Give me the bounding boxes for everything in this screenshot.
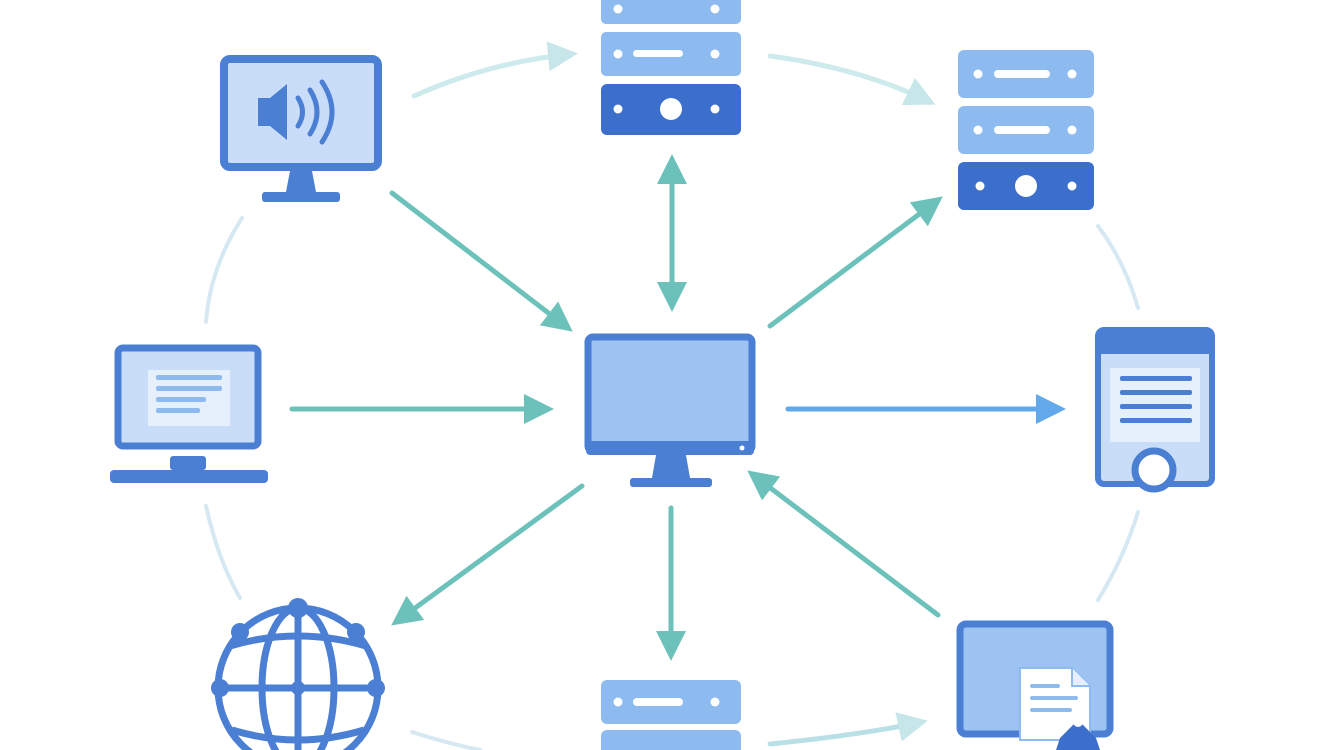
- laptop-icon: [110, 344, 268, 483]
- server-rack-right: [958, 50, 1094, 210]
- speaker-monitor-icon: [220, 55, 382, 202]
- desktop-monitor-icon: [584, 333, 756, 487]
- arrow-edit-monitor-to-center: [747, 470, 941, 618]
- outer-arrows: [411, 41, 936, 747]
- media-monitor: [220, 55, 382, 202]
- document-edit-monitor-icon: [956, 620, 1114, 750]
- server-rack-icon: [601, 0, 741, 135]
- central-monitor: [584, 333, 756, 487]
- ring-segment-bottom-left: [410, 730, 482, 750]
- server-rack-bottom: [601, 680, 741, 750]
- arrow-media-to-rack-top: [411, 41, 578, 99]
- arrow-center-to-rack-right: [767, 196, 943, 329]
- globe: [211, 598, 385, 750]
- document-device: [1095, 327, 1215, 493]
- ring-segment-right-upper: [1096, 224, 1140, 310]
- server-rack-icon: [958, 50, 1094, 210]
- arrow-center-to-globe: [391, 483, 585, 626]
- ring-segment-left-lower: [204, 504, 242, 600]
- laptop: [110, 344, 268, 483]
- server-rack-icon: [601, 680, 741, 750]
- arrow-rack-bottom-to-edit-monitor: [767, 712, 928, 747]
- document-device-icon: [1095, 327, 1215, 493]
- ring-segment-left-upper: [204, 216, 244, 324]
- outer-ring: [204, 216, 1140, 750]
- edit-monitor: [956, 620, 1114, 750]
- ring-segment-right-lower: [1096, 510, 1140, 602]
- globe-nodes: [211, 598, 385, 697]
- hub-arrows: [289, 154, 1066, 661]
- arrow-media-to-center: [389, 190, 573, 332]
- arrow-rack-top-to-rack-right: [767, 53, 936, 106]
- server-rack-top: [601, 0, 741, 135]
